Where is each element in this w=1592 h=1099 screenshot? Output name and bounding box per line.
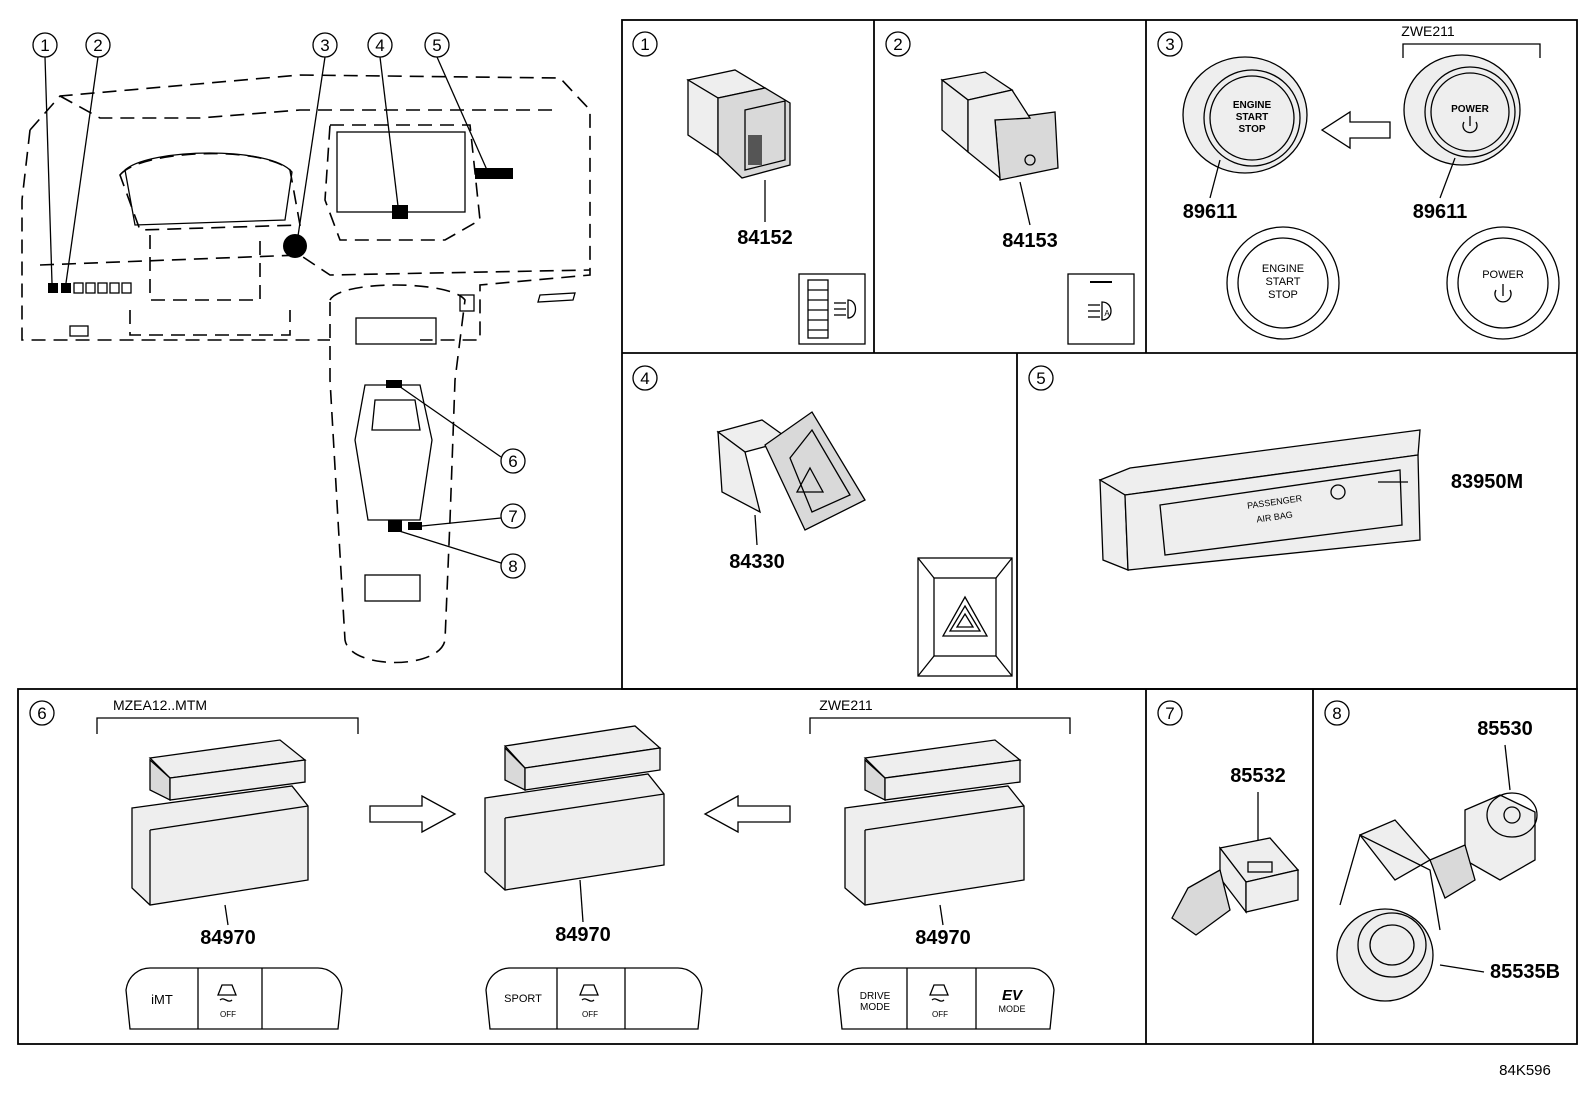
svg-text:POWER: POWER bbox=[1451, 104, 1490, 115]
part-number-84153: 84153 bbox=[1002, 230, 1058, 252]
svg-text:6: 6 bbox=[508, 452, 517, 471]
svg-text:OFF: OFF bbox=[932, 1010, 948, 1019]
svg-text:4: 4 bbox=[375, 36, 384, 55]
auto-high-beam-switch-drawing bbox=[940, 71, 1059, 226]
part-number-85530: 85530 bbox=[1477, 718, 1533, 740]
svg-text:8: 8 bbox=[508, 557, 517, 576]
headlight-leveling-switch-drawing bbox=[686, 69, 791, 222]
part-number-84152: 84152 bbox=[737, 227, 793, 249]
svg-text:iMT: iMT bbox=[151, 992, 173, 1007]
callout-8: 8 bbox=[395, 529, 526, 579]
svg-text:A: A bbox=[1104, 309, 1110, 318]
switch-face-3: DRIVE MODE OFF EV MODE bbox=[837, 967, 1055, 1030]
panel-frames bbox=[17, 19, 1578, 1045]
callout-3: 3 bbox=[297, 32, 338, 237]
hazard-icon bbox=[917, 557, 1013, 677]
panel-7: 7 85532 bbox=[1157, 700, 1300, 936]
part-number-84970-c: 84970 bbox=[915, 927, 971, 949]
panel-6-callout: 6 bbox=[37, 704, 46, 723]
callout-4: 4 bbox=[367, 32, 399, 207]
svg-text:OFF: OFF bbox=[220, 1010, 236, 1019]
part-number-83950m: 83950M bbox=[1451, 471, 1523, 493]
callout-5: 5 bbox=[424, 32, 488, 171]
callout-2: 2 bbox=[65, 32, 111, 284]
panel-5-callout: 5 bbox=[1036, 369, 1045, 388]
svg-text:ENGINE: ENGINE bbox=[1233, 100, 1272, 111]
svg-text:3: 3 bbox=[320, 36, 329, 55]
svg-text:EV: EV bbox=[1002, 987, 1024, 1004]
svg-text:7: 7 bbox=[508, 507, 517, 526]
svg-text:MODE: MODE bbox=[860, 1002, 890, 1013]
callout-7: 7 bbox=[421, 503, 526, 529]
model-note-zwe211: ZWE211 bbox=[1401, 23, 1455, 39]
svg-text:START: START bbox=[1236, 112, 1269, 123]
model-note-zwe211-6: ZWE211 bbox=[819, 697, 873, 713]
switch-block-1-drawing bbox=[131, 739, 309, 926]
airbag-indicator-drawing: PASSENGER AIR BAG bbox=[1098, 429, 1421, 571]
part-number-89611-b: 89611 bbox=[1413, 201, 1468, 223]
svg-text:ENGINE: ENGINE bbox=[1262, 263, 1304, 275]
svg-text:5: 5 bbox=[432, 36, 441, 55]
replacement-arrow-left-6 bbox=[703, 794, 791, 834]
switch-block-3-drawing bbox=[844, 739, 1025, 926]
svg-text:DRIVE: DRIVE bbox=[860, 991, 891, 1002]
switch-face-1: iMT OFF bbox=[125, 967, 343, 1030]
panel-3: 3 ZWE211 ENGINE START STOP 89611 POWER 8… bbox=[1157, 23, 1560, 340]
panel-4: 4 84330 bbox=[632, 365, 1013, 677]
part-number-85535b: 85535B bbox=[1490, 961, 1560, 983]
power-outlet-socket-drawing bbox=[1336, 819, 1485, 1002]
engine-start-button-drawing: ENGINE START STOP bbox=[1182, 56, 1308, 199]
callout-1: 1 bbox=[32, 32, 58, 284]
panel-7-callout: 7 bbox=[1165, 704, 1174, 723]
part-number-84330: 84330 bbox=[729, 551, 785, 573]
switch-face-2: SPORT OFF bbox=[485, 967, 703, 1030]
panel-8-callout: 8 bbox=[1332, 704, 1341, 723]
panel-8: 8 85530 85535B bbox=[1324, 700, 1560, 1002]
svg-text:OFF: OFF bbox=[582, 1010, 598, 1019]
overview-callouts: 1 2 3 4 5 6 7 bbox=[32, 32, 526, 579]
panel-1: 1 84152 bbox=[632, 31, 866, 345]
replacement-arrow-right bbox=[369, 794, 457, 834]
panel-1-callout: 1 bbox=[640, 35, 649, 54]
usb-port-drawing bbox=[1171, 837, 1300, 936]
part-number-84970-b: 84970 bbox=[555, 924, 611, 946]
panel-6: 6 MZEA12..MTM ZWE211 84970 84970 bbox=[29, 697, 1071, 1030]
dashboard-overview bbox=[21, 74, 591, 664]
part-number-85532: 85532 bbox=[1230, 765, 1286, 787]
svg-text:SPORT: SPORT bbox=[504, 993, 542, 1005]
power-button-drawing: POWER bbox=[1403, 54, 1521, 199]
engine-start-stop-face: ENGINE START STOP bbox=[1226, 226, 1340, 340]
headlight-leveling-icon bbox=[798, 273, 866, 345]
panel-2: 2 84153 A bbox=[885, 31, 1135, 345]
diagram-code: 84K596 bbox=[1499, 1062, 1551, 1079]
callout-6: 6 bbox=[395, 383, 526, 474]
panel-4-callout: 4 bbox=[640, 369, 649, 388]
panel-2-callout: 2 bbox=[893, 35, 902, 54]
part-number-84970-a: 84970 bbox=[200, 927, 256, 949]
switch-block-2-drawing bbox=[484, 725, 665, 923]
svg-text:START: START bbox=[1265, 276, 1300, 288]
panel-5: 5 PASSENGER AIR BAG 83950M bbox=[1028, 365, 1523, 571]
power-outlet-plug-drawing bbox=[1429, 792, 1538, 899]
model-note-mzea12: MZEA12..MTM bbox=[113, 697, 207, 713]
svg-text:1: 1 bbox=[40, 36, 49, 55]
replacement-arrow-left bbox=[1320, 110, 1391, 150]
svg-text:POWER: POWER bbox=[1482, 269, 1524, 281]
svg-text:STOP: STOP bbox=[1238, 124, 1265, 135]
hazard-switch-drawing bbox=[716, 411, 866, 546]
svg-text:2: 2 bbox=[93, 36, 102, 55]
power-button-face: POWER bbox=[1446, 226, 1560, 340]
svg-text:MODE: MODE bbox=[999, 1004, 1026, 1014]
panel-3-callout: 3 bbox=[1165, 35, 1174, 54]
svg-text:STOP: STOP bbox=[1268, 289, 1298, 301]
part-number-89611-a: 89611 bbox=[1183, 201, 1238, 223]
auto-high-beam-icon: A bbox=[1067, 273, 1135, 345]
